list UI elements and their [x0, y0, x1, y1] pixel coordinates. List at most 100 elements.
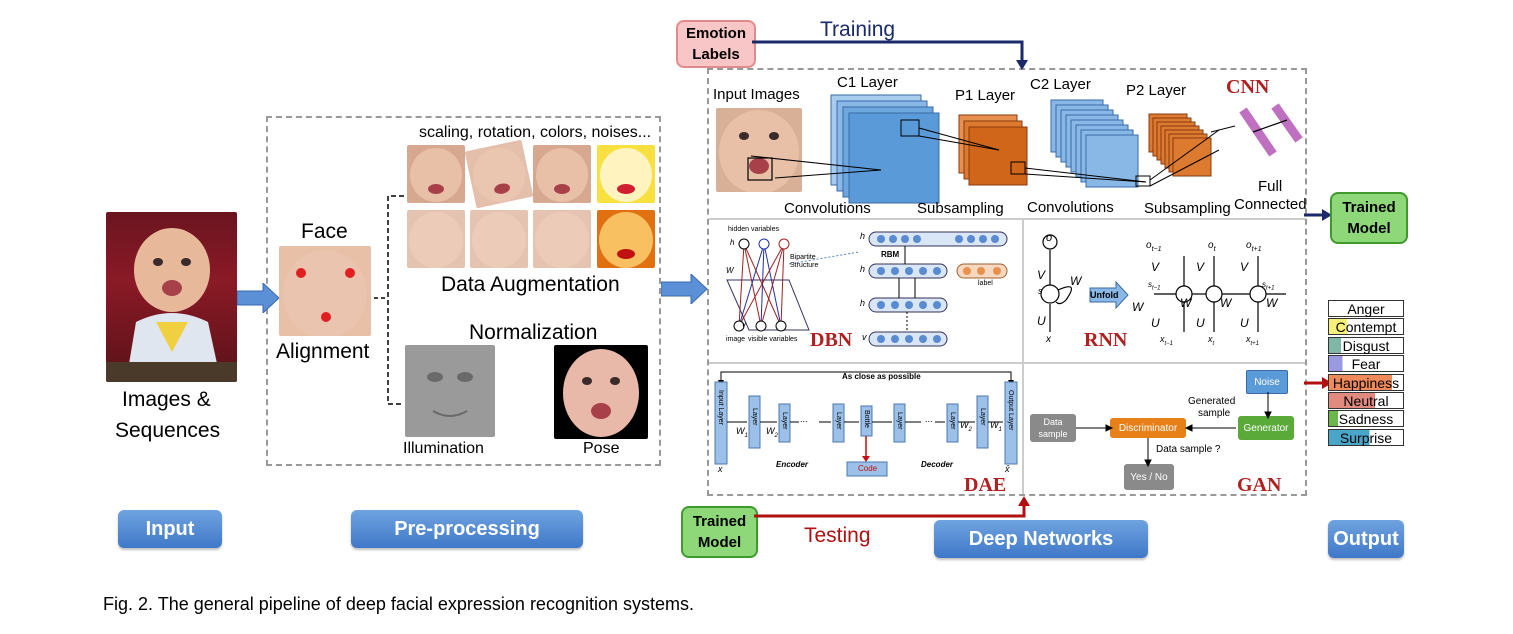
- stage-input-label: Input: [145, 517, 195, 540]
- dbn-rbm-label: RBM: [881, 250, 900, 259]
- dae-as-close-label: As close as possible: [842, 372, 921, 381]
- rnn-x-cur-sub: t: [1212, 340, 1215, 347]
- dbn-visible-v-label: v: [862, 332, 867, 342]
- input-to-preprocessing-arrow: [237, 283, 280, 313]
- stage-input-button[interactable]: Input: [118, 510, 222, 548]
- dbn-h-label: h: [730, 238, 735, 247]
- rnn-v-2: V: [1196, 260, 1205, 274]
- frame-divider-h2: [709, 362, 1305, 364]
- figure-caption: Fig. 2. The general pipeline of deep fac…: [103, 594, 695, 614]
- dae-w1t: W1: [990, 420, 1002, 433]
- output-model-line1: Trained: [1342, 199, 1396, 216]
- emotion-label-neutral: Neutral: [1328, 392, 1404, 409]
- emotion-label-sadness: Sadness: [1328, 410, 1404, 428]
- rnn-v-label: V: [1037, 268, 1046, 282]
- rnn-u-2: U: [1196, 316, 1205, 330]
- gan-discriminator-box: Discriminator: [1110, 418, 1186, 438]
- rnn-o-prev-sub: t−1: [1151, 246, 1162, 253]
- dbn-label-label: label: [978, 280, 993, 287]
- dae-x: x: [718, 464, 723, 474]
- rnn-u-1: U: [1151, 316, 1160, 330]
- rnn-s-next-sub: t+1: [1266, 285, 1275, 292]
- rnn-w-label: W: [1070, 274, 1082, 288]
- emotion-label-disgust: Disgust: [1328, 336, 1404, 354]
- rnn-s-prev-sub: t−1: [1152, 285, 1161, 292]
- input-caption-line2: Sequences: [115, 419, 221, 442]
- stage-output-label: Output: [1333, 527, 1399, 550]
- aligned-face: [279, 246, 371, 336]
- dae-title: DAE: [964, 474, 1007, 496]
- pose-face: [554, 345, 648, 439]
- input-baby-photo: [106, 212, 237, 382]
- aug-thumb-1: [407, 145, 465, 203]
- emotion-label-happiness: Happiness: [1328, 373, 1404, 391]
- face-label: Face: [301, 220, 348, 243]
- rnn-u-3: U: [1240, 316, 1249, 330]
- gan-yes-no-label: Yes / No: [1130, 471, 1168, 483]
- rnn-x-prev-sub: t−1: [1164, 340, 1174, 347]
- aug-thumb-4: [597, 145, 655, 203]
- gan-question: Data sample ?: [1156, 444, 1221, 455]
- rnn-v-1: V: [1151, 260, 1160, 274]
- rnn-u-label: U: [1037, 314, 1046, 328]
- gan-title: GAN: [1237, 474, 1282, 496]
- training-label: Training: [820, 18, 896, 41]
- rnn-o-cur-sub: t: [1213, 246, 1216, 253]
- cnn-c2-label: C2 Layer: [1030, 76, 1091, 93]
- dbn-hidden-variables: hidden variables: [728, 226, 779, 233]
- dae-layer-4: Layer: [896, 412, 903, 430]
- aug-thumb-8: [597, 210, 655, 268]
- gan-noise-box: Noise: [1246, 370, 1288, 394]
- gan-discriminator-label: Discriminator: [1118, 422, 1178, 434]
- emotion-label-fear: Fear: [1328, 355, 1404, 373]
- dae-xhat: x̂: [1005, 464, 1010, 474]
- testing-model-line2: Model: [697, 534, 742, 551]
- illumination-face: [405, 345, 495, 437]
- dae-layer-3: Layer: [835, 412, 842, 430]
- rnn-title: RNN: [1084, 329, 1128, 351]
- cnn-full-line2: Connected: [1234, 196, 1307, 213]
- gan-data-sample-line1: Data: [1043, 417, 1063, 427]
- emotion-label-anger: Anger: [1328, 300, 1404, 317]
- stage-preprocessing-button[interactable]: Pre-processing: [351, 510, 583, 548]
- rnn-w-4: W: [1266, 296, 1278, 310]
- stage-deep-networks-button[interactable]: Deep Networks: [934, 520, 1148, 558]
- stage-output-button[interactable]: Output: [1328, 520, 1404, 558]
- frame-divider-h1: [709, 218, 1305, 220]
- rnn-s-label: s: [1038, 286, 1043, 296]
- dae-layer-5: Layer: [949, 412, 956, 430]
- dbn-structure: Structure: [790, 262, 819, 269]
- preprocessing-to-deep-arrow: [661, 274, 708, 304]
- rnn-o-cur: ot: [1208, 240, 1216, 253]
- dbn-h3-label: h: [860, 231, 866, 241]
- testing-model-line1: Trained: [692, 513, 747, 530]
- dae-w2: W2: [766, 426, 778, 439]
- cnn-title: CNN: [1226, 76, 1270, 98]
- stage-preprocessing-label: Pre-processing: [394, 517, 540, 540]
- dae-input-layer: Input Layer: [717, 390, 724, 426]
- rnn-w-2: W: [1180, 296, 1192, 310]
- rnn-s-prev: st−1: [1148, 280, 1161, 292]
- frame-divider-v: [1022, 220, 1024, 494]
- cnn-subsampling-2: Subsampling: [1144, 200, 1231, 217]
- output-model-line2: Model: [1347, 220, 1391, 237]
- cnn-convolutions-2: Convolutions: [1027, 199, 1114, 216]
- testing-arrow: [754, 496, 1030, 518]
- aug-thumb-6: [470, 210, 528, 268]
- testing-label: Testing: [804, 524, 871, 547]
- dae-output-layer: Output Layer: [1007, 390, 1014, 431]
- dbn-title: DBN: [810, 329, 853, 351]
- output-testing-arrow: [1304, 377, 1332, 389]
- dae-w2t: W2: [960, 420, 972, 433]
- dae-layer-1: Layer: [751, 408, 758, 426]
- aug-thumb-2: [464, 139, 534, 209]
- gan-arrows: [1076, 392, 1272, 468]
- preprocessing-bracket: [374, 195, 404, 405]
- rnn-o-label: o: [1046, 232, 1053, 244]
- rnn-o-next-sub: t+1: [1251, 246, 1262, 253]
- training-arrow: [752, 40, 1028, 70]
- aug-thumb-7: [533, 210, 591, 268]
